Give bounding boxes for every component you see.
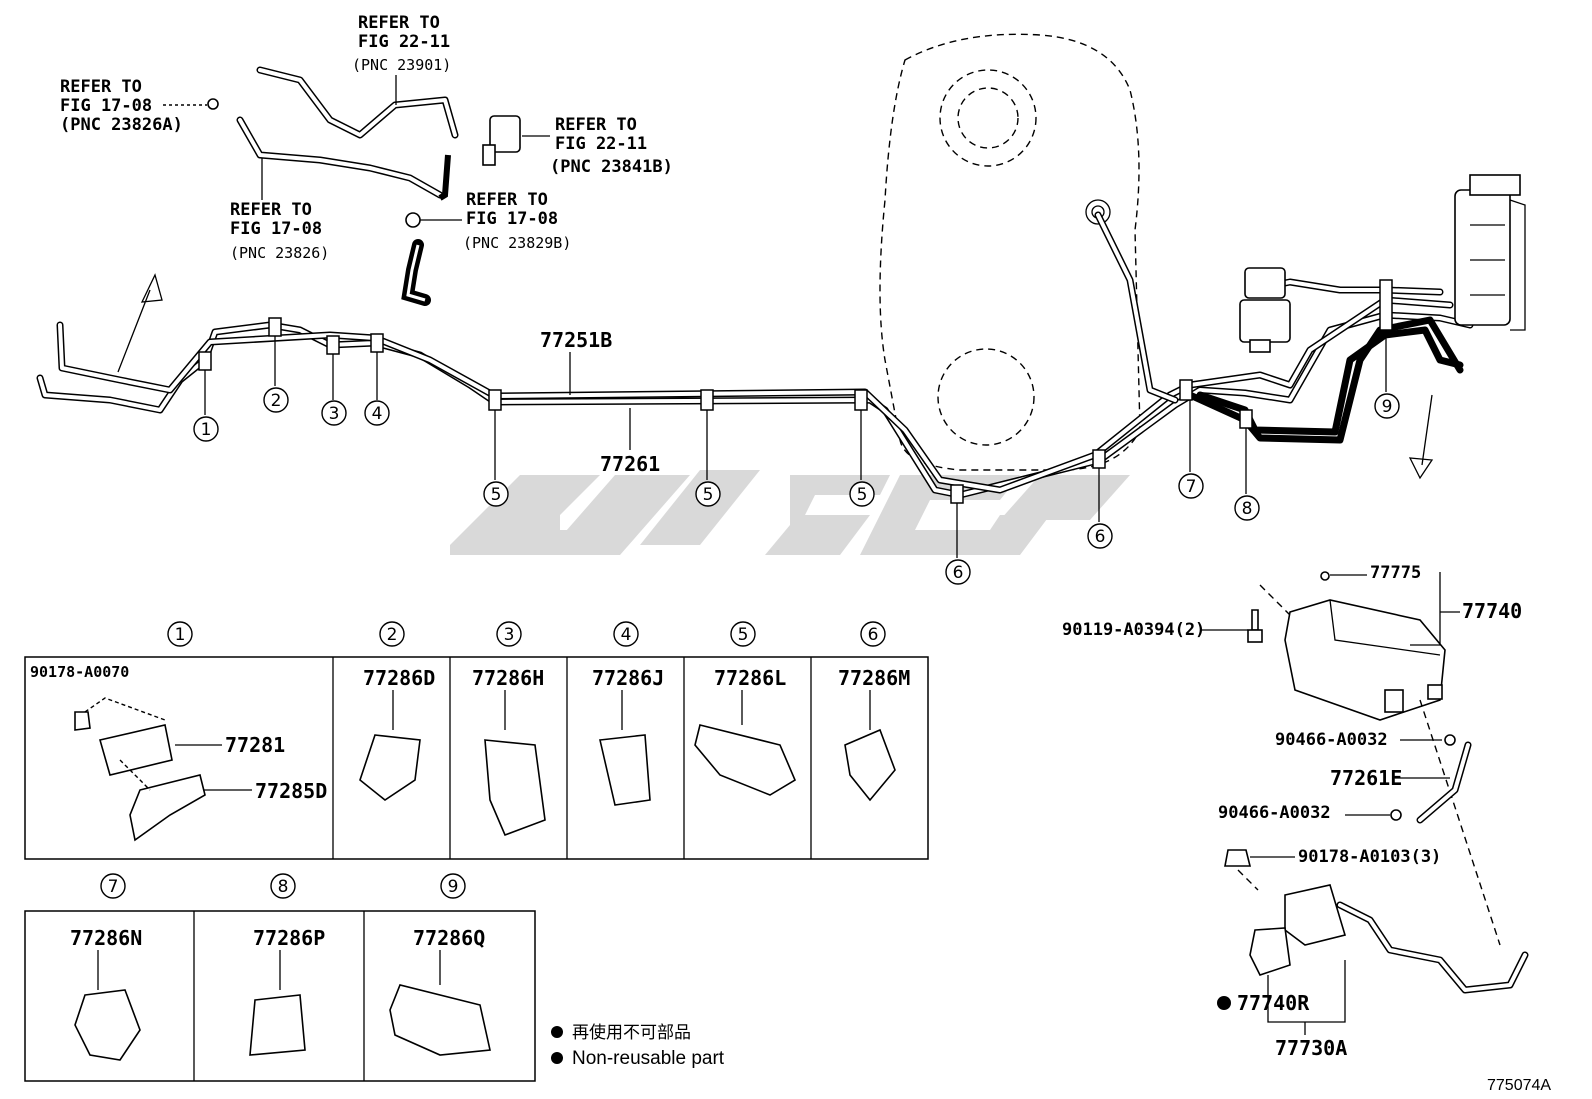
callout-markers: 1 2 3 4 5 5 5 6 6 7 8 9 [193, 387, 1400, 585]
svg-text:REFER TO: REFER TO [60, 77, 142, 97]
svg-text:1: 1 [175, 625, 186, 645]
ref-23826a: REFER TO FIG 17-08 (PNC 23826A) [60, 77, 207, 135]
canister-assembly-main-view [1239, 174, 1526, 353]
legend: 再使用不可部品 Non-reusable part [551, 1022, 725, 1069]
svg-text:77775: 77775 [1370, 563, 1421, 583]
svg-text:90178-A0103(3): 90178-A0103(3) [1298, 847, 1441, 867]
svg-text:77286M: 77286M [838, 666, 910, 690]
clamp-table-row2: 7 8 9 77286N 77286P 77286Q [24, 873, 536, 1082]
svg-text:77286N: 77286N [70, 926, 142, 950]
svg-text:7: 7 [1186, 477, 1197, 497]
svg-text:3: 3 [504, 625, 515, 645]
svg-text:7: 7 [108, 877, 119, 897]
svg-text:77286Q: 77286Q [413, 926, 485, 950]
svg-text:6: 6 [953, 563, 964, 583]
svg-text:3: 3 [329, 404, 340, 424]
ref-23841b: REFER TO FIG 22-11 (PNC 23841B) [522, 115, 673, 177]
svg-text:(PNC 23901): (PNC 23901) [352, 56, 451, 74]
svg-text:2: 2 [271, 391, 282, 411]
svg-text:FIG 17-08: FIG 17-08 [60, 96, 152, 116]
ref-23829b: REFER TO FIG 17-08 (PNC 23829B) [420, 190, 571, 252]
svg-text:(PNC 23826): (PNC 23826) [230, 244, 329, 262]
svg-text:1: 1 [201, 420, 212, 440]
svg-text:77261E: 77261E [1330, 766, 1402, 790]
svg-text:90466-A0032: 90466-A0032 [1275, 730, 1388, 750]
svg-text:90466-A0032: 90466-A0032 [1218, 803, 1331, 823]
svg-text:REFER TO: REFER TO [555, 115, 637, 135]
clamp-table-row1: 1 2 3 4 5 6 90178-A0070 77281 77285D 772… [24, 621, 929, 860]
svg-text:(PNC 23841B): (PNC 23841B) [550, 157, 673, 177]
upper-reference-pipes [207, 66, 521, 306]
svg-text:2: 2 [387, 625, 398, 645]
svg-text:5: 5 [738, 625, 749, 645]
svg-text:77730A: 77730A [1275, 1036, 1347, 1060]
callout-8: 8 [1234, 495, 1260, 521]
callout-6a: 6 [945, 559, 971, 585]
svg-text:REFER TO: REFER TO [358, 13, 440, 33]
direction-arrows [117, 273, 1434, 480]
fuel-tank [879, 33, 1141, 471]
svg-text:FIG 17-08: FIG 17-08 [466, 209, 558, 229]
svg-text:REFER TO: REFER TO [230, 200, 312, 220]
callout-9: 9 [1374, 393, 1400, 419]
callout-5b: 5 [695, 481, 721, 507]
svg-text:4: 4 [621, 625, 632, 645]
callout-4: 4 [364, 400, 390, 426]
svg-text:90119-A0394(2): 90119-A0394(2) [1062, 620, 1205, 640]
svg-text:77285D: 77285D [255, 779, 327, 803]
callout-6b: 6 [1087, 523, 1113, 549]
legend-cn: 再使用不可部品 [572, 1022, 691, 1043]
svg-text:77286D: 77286D [363, 666, 435, 690]
ref-23901: REFER TO FIG 22-11 (PNC 23901) [352, 13, 451, 105]
svg-text:77286L: 77286L [714, 666, 786, 690]
svg-text:FIG 17-08: FIG 17-08 [230, 219, 322, 239]
svg-text:4: 4 [372, 404, 383, 424]
pipe-labels: 77251B 77261 [540, 328, 660, 476]
svg-text:9: 9 [1382, 397, 1393, 417]
legend-en: Non-reusable part [572, 1048, 725, 1069]
svg-text:5: 5 [491, 485, 502, 505]
pipe-label-upper: 77251B [540, 328, 612, 352]
pipe-label-lower: 77261 [600, 452, 660, 476]
svg-text:77740R: 77740R [1237, 991, 1310, 1015]
svg-text:FIG 22-11: FIG 22-11 [555, 134, 647, 154]
callout-3: 3 [321, 400, 347, 426]
svg-text:77281: 77281 [225, 733, 285, 757]
svg-text:90178-A0070: 90178-A0070 [30, 663, 129, 681]
callout-2: 2 [263, 387, 289, 413]
svg-text:77286J: 77286J [592, 666, 664, 690]
callout-5a: 5 [483, 481, 509, 507]
ref-23826: REFER TO FIG 17-08 (PNC 23826) [230, 158, 329, 262]
svg-text:(PNC 23826A): (PNC 23826A) [60, 115, 183, 135]
svg-text:8: 8 [278, 877, 289, 897]
svg-text:5: 5 [857, 485, 868, 505]
svg-text:6: 6 [1095, 527, 1106, 547]
callout-1: 1 [193, 416, 219, 442]
svg-text:REFER TO: REFER TO [466, 190, 548, 210]
svg-text:77286P: 77286P [253, 926, 325, 950]
svg-text:8: 8 [1242, 499, 1253, 519]
callout-7: 7 [1178, 473, 1204, 499]
svg-text:9: 9 [448, 877, 459, 897]
canister-exploded-view: 77775 77740 90119-A0394(2) 90466-A0032 7… [1062, 563, 1529, 1060]
callout-5c: 5 [849, 481, 875, 507]
svg-text:(PNC 23829B): (PNC 23829B) [463, 234, 571, 252]
svg-text:5: 5 [703, 485, 714, 505]
svg-text:77286H: 77286H [472, 666, 544, 690]
svg-text:77740: 77740 [1462, 599, 1522, 623]
reference-labels: REFER TO FIG 22-11 (PNC 23901) REFER TO … [60, 13, 673, 262]
callout-leaders [204, 330, 1387, 558]
svg-text:6: 6 [868, 625, 879, 645]
figure-id: 775074A [1487, 1077, 1551, 1094]
svg-text:FIG 22-11: FIG 22-11 [358, 32, 450, 52]
